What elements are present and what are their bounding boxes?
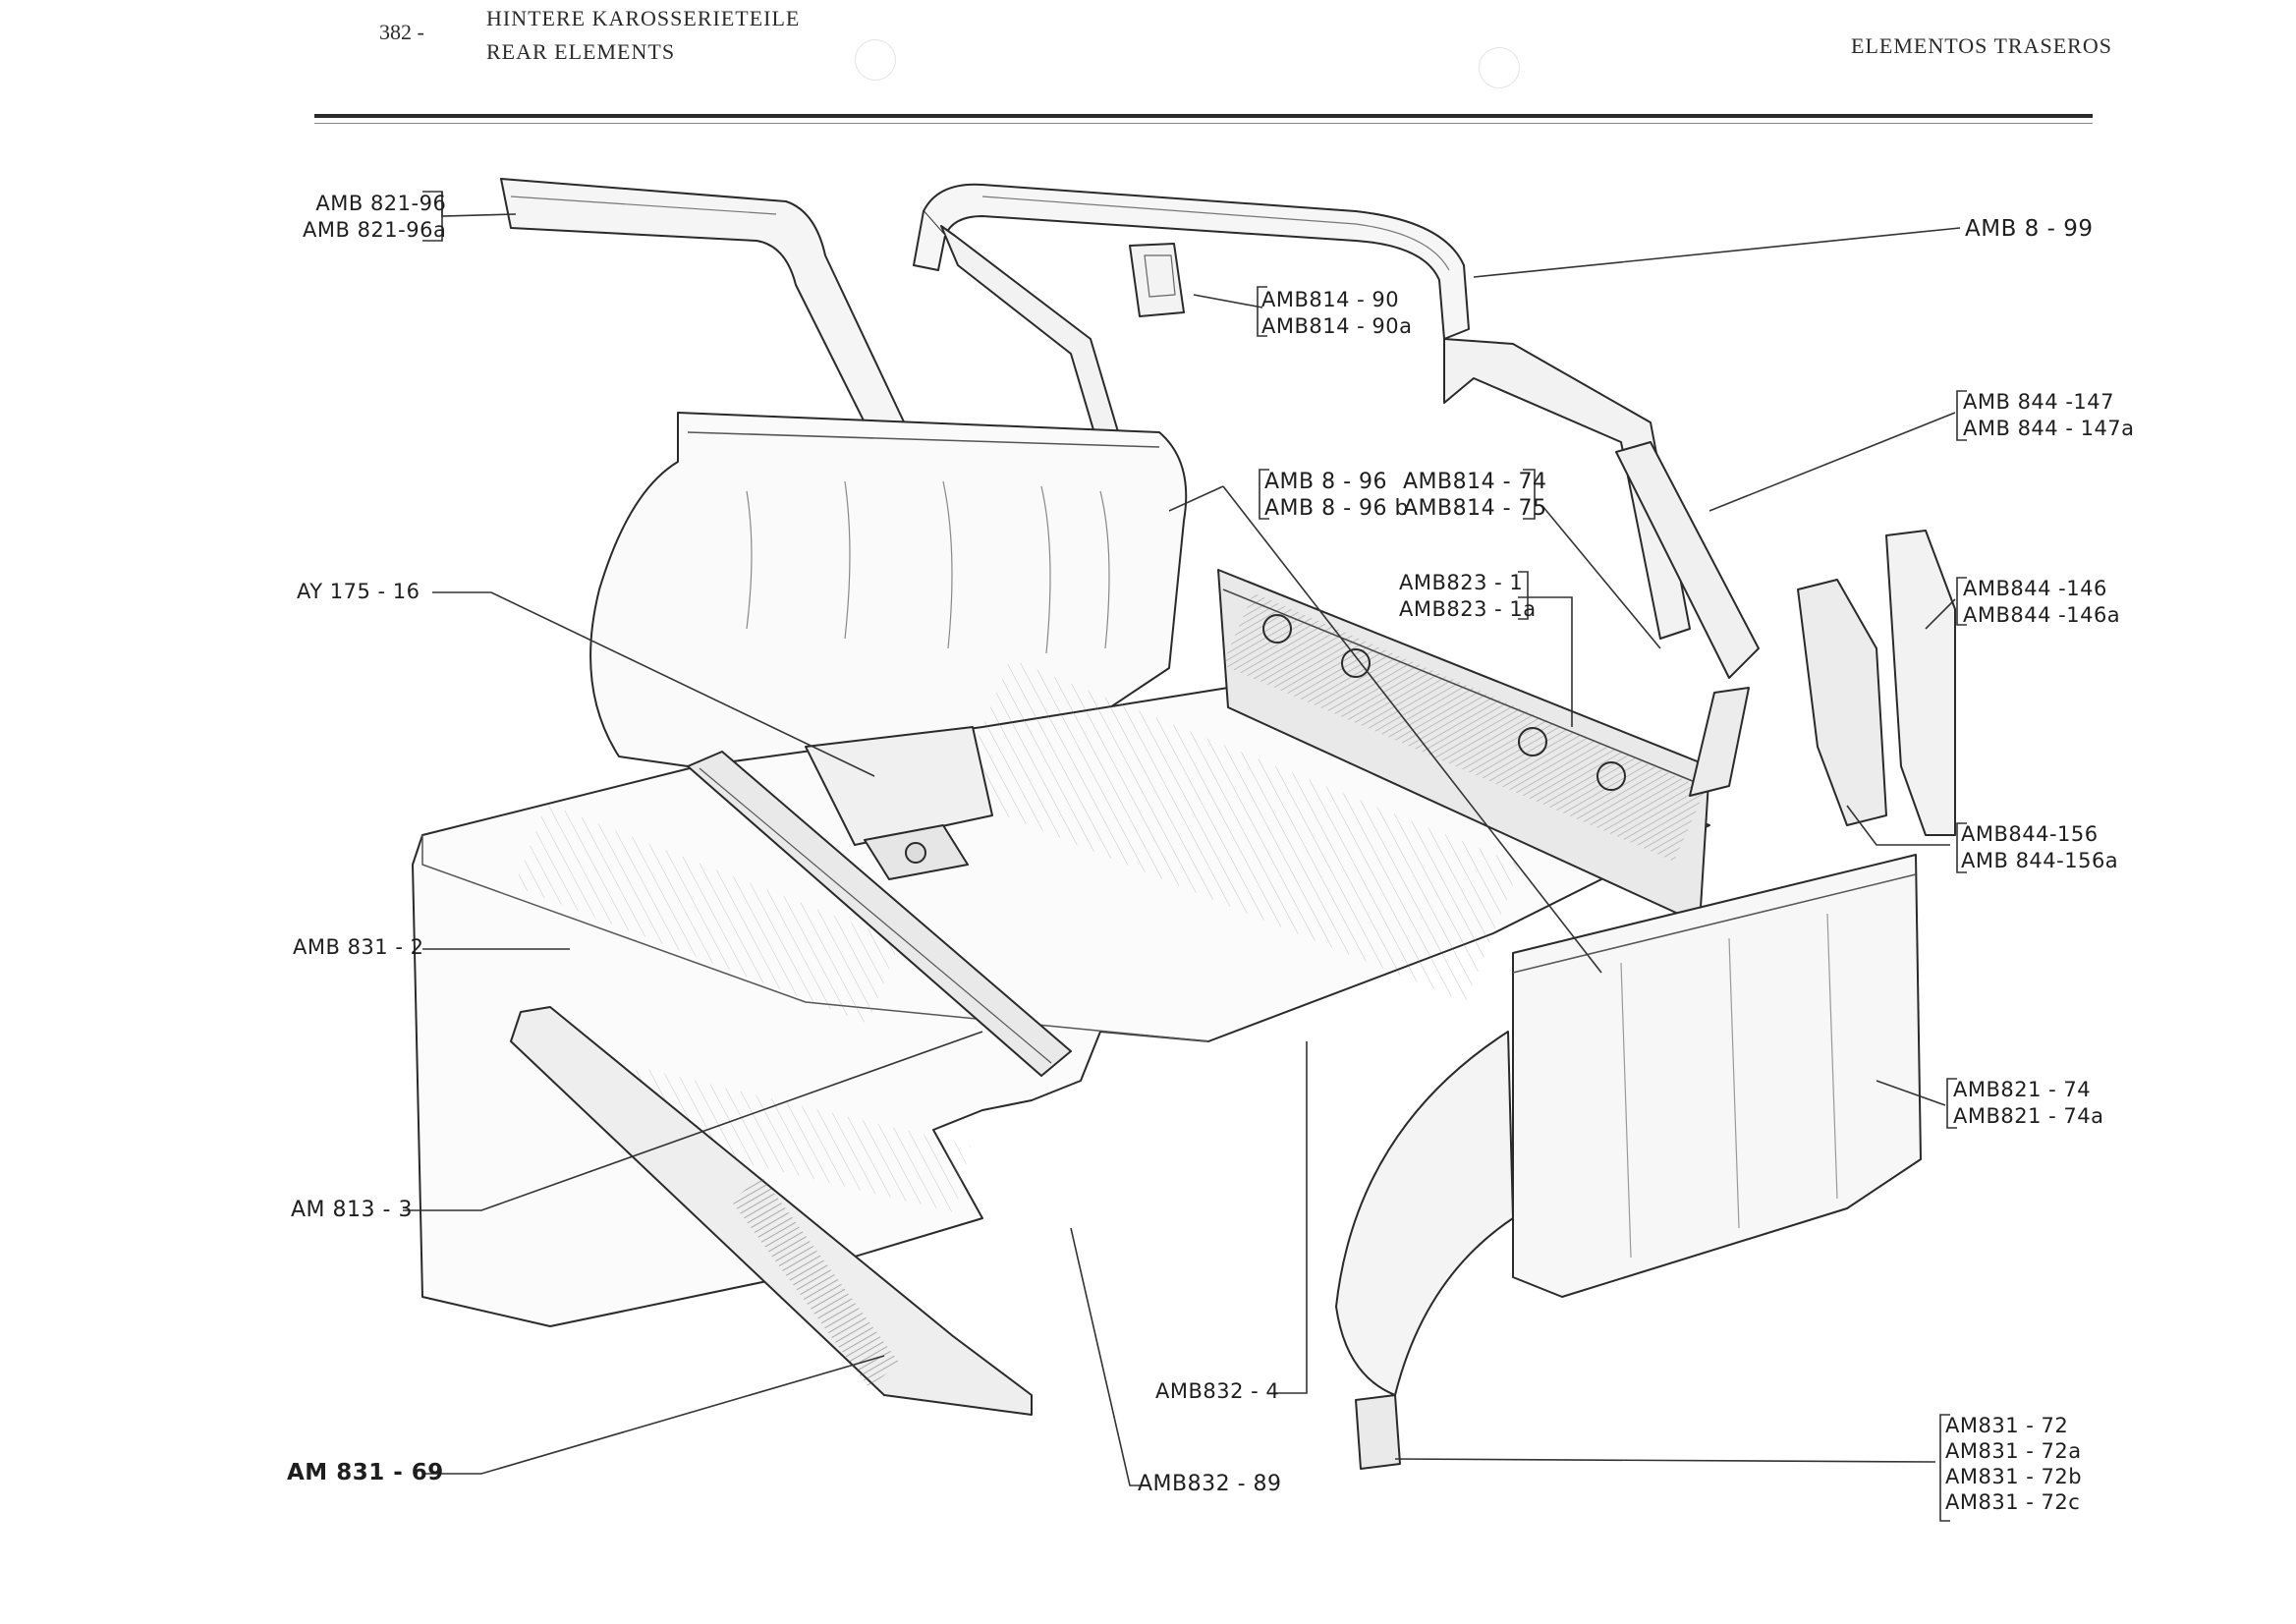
trim-844-156 [1689, 687, 1750, 797]
label-amb823-1-line2: AMB823 - 1a [1399, 597, 1537, 621]
spare-wheel-bracket [805, 726, 993, 880]
label-amb821-96-line1: AMB 821-96 [315, 192, 447, 215]
label-am831-69: AM 831 - 69 [287, 1460, 444, 1485]
leader-844-146 [1925, 598, 1956, 630]
label-amb832-89: AMB832 - 89 [1138, 1472, 1282, 1496]
label-amb8-96-line2: AMB 8 - 96 b [1264, 496, 1409, 521]
label-amb832-4: AMB832 - 4 [1155, 1379, 1280, 1403]
label-amb821-96-line2: AMB 821-96a [303, 218, 447, 242]
label-amb844-147-line2: AMB 844 - 147a [1963, 417, 2135, 440]
punch-hole-right [1479, 47, 1520, 88]
side-panel-821-74 [1512, 854, 1922, 1298]
label-amb8-96-line1: AMB 8 - 96 [1264, 470, 1388, 494]
label-amb814-90: AMB814 - 90 AMB814 - 90a [1261, 287, 1413, 340]
leader-814-90 [1193, 294, 1263, 308]
label-amb844-146: AMB844 -146 AMB844 -146a [1963, 576, 2120, 629]
sill-channel [510, 1006, 1033, 1416]
rear-wall-823-1 [1217, 569, 1710, 924]
header-rule [314, 114, 2093, 118]
label-amb844-147-line1: AMB 844 -147 [1963, 390, 2114, 414]
leader-831-72 [1394, 1458, 1936, 1463]
title-spanish: ELEMENTOS TRASEROS [1851, 33, 2112, 58]
label-am831-72-line2: AM831 - 72a [1945, 1439, 2082, 1463]
leader-844-147 [1708, 412, 1956, 512]
leader-8-96-b [1222, 485, 1602, 974]
label-amb8-96: AMB 8 - 96 AMB 8 - 96 b [1264, 469, 1409, 522]
label-amb821-74-line2: AMB821 - 74a [1953, 1104, 2104, 1128]
label-amb844-146-line2: AMB844 -146a [1963, 603, 2121, 627]
leader-821-74 [1876, 1080, 1946, 1106]
header-rule-thin [314, 123, 2093, 124]
label-amb821-96: AMB 821-96 AMB 821-96a [303, 191, 446, 244]
label-am831-72-line3: AM831 - 72b [1945, 1465, 2083, 1488]
page-number: 382 - [379, 20, 424, 44]
label-amb814-74-line2: AMB814 - 75 [1403, 496, 1547, 521]
bracket-814-90 [1129, 243, 1185, 317]
leader-832-4 [1274, 1041, 1308, 1394]
leader-814-74 [1541, 505, 1661, 649]
label-am831-72-line4: AM831 - 72c [1945, 1490, 2081, 1514]
leader-844-156 [1846, 805, 1950, 846]
label-amb844-147: AMB 844 -147 AMB 844 - 147a [1963, 389, 2135, 442]
label-amb823-1: AMB823 - 1 AMB823 - 1a [1399, 570, 1537, 623]
label-amb823-1-line1: AMB823 - 1 [1399, 571, 1524, 594]
label-amb814-90-line2: AMB814 - 90a [1261, 314, 1413, 338]
leader-8-96 [1168, 485, 1224, 512]
label-amb831-2: AMB 831 - 2 [293, 935, 424, 959]
leader-832-89 [1070, 1227, 1140, 1486]
gusset-831-72 [1355, 1394, 1401, 1470]
label-amb8-99: AMB 8 - 99 [1965, 216, 2094, 242]
cross-member [687, 751, 1072, 1077]
label-amb844-146-line1: AMB844 -146 [1963, 577, 2107, 600]
trim-844-147 [1615, 441, 1760, 679]
label-am831-72: AM831 - 72 AM831 - 72a AM831 - 72b AM831… [1945, 1413, 2082, 1515]
leader-8-99 [1473, 227, 1961, 278]
quarter-panel-844-146 [1797, 530, 1956, 836]
leader-823-1 [1518, 596, 1573, 727]
leader-813-3 [403, 1031, 983, 1211]
label-amb814-74-line1: AMB814 - 74 [1403, 470, 1547, 494]
leader-ay175-16 [432, 591, 875, 777]
label-amb844-156-line2: AMB 844-156a [1961, 849, 2119, 872]
label-ay175-16: AY 175 - 16 [297, 580, 420, 603]
label-amb814-90-line1: AMB814 - 90 [1261, 288, 1400, 311]
label-amb844-156-line1: AMB844-156 [1961, 822, 2099, 846]
leader-831-69 [422, 1355, 885, 1475]
punch-hole-left [855, 39, 896, 81]
label-am813-3: AM 813 - 3 [291, 1198, 413, 1222]
label-amb844-156: AMB844-156 AMB 844-156a [1961, 821, 2118, 874]
label-am831-72-line1: AM831 - 72 [1945, 1414, 2069, 1437]
wheel-arch [1335, 1031, 1514, 1396]
label-amb821-74: AMB821 - 74 AMB821 - 74a [1953, 1077, 2104, 1130]
title-english: REAR ELEMENTS [486, 39, 676, 64]
label-amb821-74-line1: AMB821 - 74 [1953, 1078, 2092, 1101]
label-amb814-74: AMB814 - 74 AMB814 - 75 [1403, 469, 1547, 522]
title-german: HINTERE KAROSSERIETEILE [486, 6, 801, 30]
